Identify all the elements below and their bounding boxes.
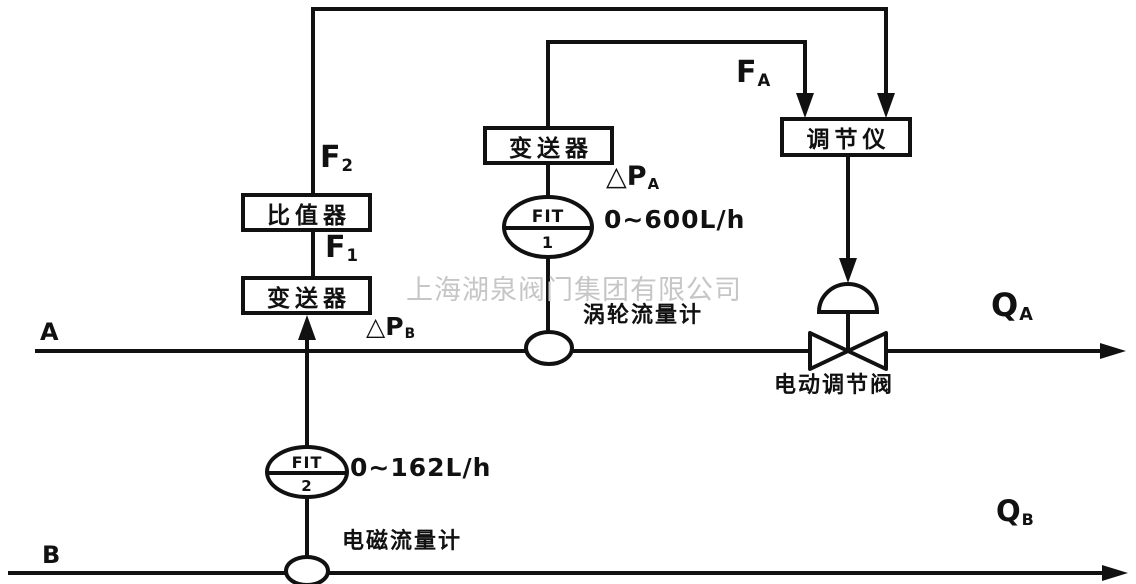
signal-qa: QA (991, 289, 1033, 325)
signal-f1-base: F (325, 230, 346, 265)
valve-label: 电动调节阀 (774, 373, 895, 398)
ratio-device-label: 比值器 (267, 202, 351, 229)
signal-qb-base: Q (996, 494, 1021, 528)
signal-f1-sub: 1 (346, 246, 358, 266)
signal-qb-sub: B (1021, 509, 1034, 529)
signal-fa: FA (736, 58, 770, 90)
fit2-tag: FIT (291, 453, 323, 472)
signal-qa-sub: A (1019, 305, 1033, 326)
signal-dpb-sub: B (404, 326, 416, 343)
fit1-range: 0~600L/h (604, 205, 746, 234)
transmitter-b-box (241, 276, 372, 315)
fit2-range: 0~162L/h (350, 453, 492, 482)
transmitter-b-arrowhead (298, 315, 316, 340)
signal-dpa-base: △P (606, 161, 647, 192)
line-b-arrowhead (1102, 565, 1128, 581)
valve-body-right (846, 331, 888, 371)
fit2-meter-type: 电磁流量计 (342, 529, 463, 554)
stream-b-label: B (42, 541, 61, 569)
line-a-sensor-circle (524, 330, 574, 366)
fit1-meter-type: 涡轮流量计 (583, 303, 704, 328)
fit2-number: 2 (301, 477, 313, 495)
valve-arrowhead (839, 258, 857, 283)
transmitter-a-box (483, 126, 614, 165)
signal-f2-sub: 2 (341, 156, 353, 176)
signal-dpa-sub: A (647, 174, 660, 193)
controller-box (780, 117, 912, 157)
ratio-device-box (241, 193, 372, 232)
signal-transmitter-a-to-controller (546, 40, 807, 130)
signal-dpb: △PB (366, 314, 415, 342)
signal-dpb-base: △P (366, 312, 404, 341)
watermark-text: 上海湖泉阀门集团有限公司 (406, 275, 742, 306)
signal-dpa: △PA (606, 163, 659, 192)
line-b-sensor-circle (284, 555, 330, 584)
signal-fa-sub: A (757, 71, 771, 91)
valve-body-left (808, 331, 850, 371)
signal-qa-base: Q (991, 286, 1019, 324)
signal-fa-base: F (736, 55, 757, 90)
signal-f1: F1 (325, 233, 358, 265)
fit1-number: 1 (541, 233, 555, 252)
stream-a-label: A (40, 318, 59, 346)
transmitter-a-label: 变送器 (509, 135, 593, 162)
signal-f2: F2 (320, 143, 353, 175)
signal-f2-base: F (320, 140, 341, 175)
controller-right-arrowhead (877, 93, 895, 118)
controller-label: 调节仪 (806, 127, 891, 153)
signal-ratio-to-controller (311, 7, 888, 197)
fit1-tag: FIT (531, 207, 565, 227)
transmitter-b-label: 变送器 (267, 285, 351, 312)
signal-qb: QB (996, 497, 1034, 528)
controller-left-arrowhead (796, 93, 814, 118)
line-a-arrowhead (1100, 343, 1126, 359)
valve-actuator-dome (816, 282, 880, 314)
